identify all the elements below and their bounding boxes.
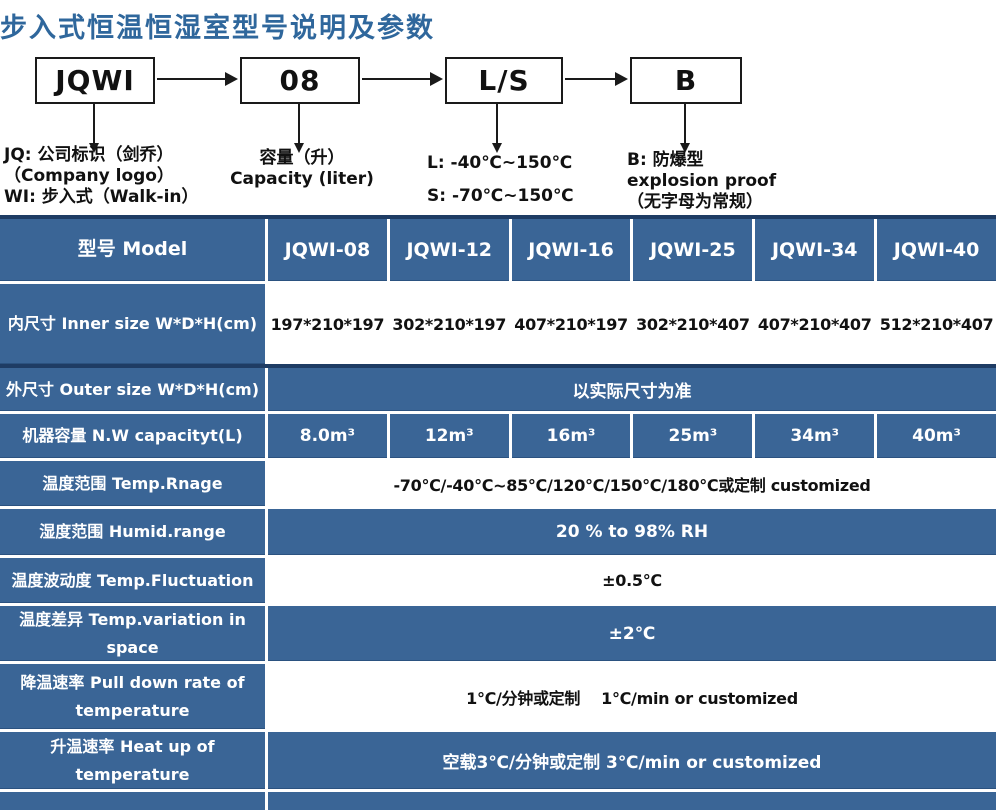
row-label: 温度波动度 Temp.Fluctuation: [0, 558, 265, 603]
table-cell: 302*210*407: [633, 284, 753, 364]
code-box-company-label: JQWI: [55, 64, 135, 97]
row-capacity: 机器容量 N.W capacityt(L) 8.0m³ 12m³ 16m³ 25…: [0, 414, 996, 458]
table-cell: 12m³: [389, 414, 509, 458]
note-line: 容量（升）: [259, 148, 345, 168]
row-humidity-range: 湿度范围 Humid.range 20 % to 98% RH: [0, 509, 996, 555]
row-label: 升温速率 Heat up of temperature: [0, 732, 265, 789]
row-label: 降温速率 Pull down rate of temperature: [0, 664, 265, 729]
row-heat-up-rate: 升温速率 Heat up of temperature 空载3℃/分钟或定制 3…: [0, 732, 996, 789]
table-cell: 197*210*197: [268, 284, 387, 364]
row-label: 外尺寸 Outer size W*D*H(cm): [0, 368, 265, 411]
row-temp-fluctuation: 温度波动度 Temp.Fluctuation ±0.5℃: [0, 558, 996, 603]
code-box-capacity: 08: [240, 57, 360, 104]
down-arrow-4-icon: [680, 104, 690, 153]
table-cell-span: ±2℃: [268, 606, 996, 661]
row-outer-size: 外尺寸 Outer size W*D*H(cm) 以实际尺寸为准: [0, 364, 996, 411]
row-label: 温度差异 Temp.variation in space: [0, 606, 265, 661]
header-cell-jqwi-40: JQWI-40: [877, 219, 996, 281]
note-line: S: -70℃~150℃: [427, 186, 574, 206]
table-cell: 16m³: [511, 414, 631, 458]
header-cell-jqwi-16: JQWI-16: [511, 219, 631, 281]
row-label: 机器容量 N.W capacityt(L): [0, 414, 265, 458]
table-cell-span: 1℃/分钟或定制 1℃/min or customized: [268, 664, 996, 729]
note-line: JQ: 公司标识（剑乔）: [4, 145, 174, 165]
note-company: JQ: 公司标识（剑乔） （Company logo） WI: 步入式（Walk…: [4, 145, 199, 208]
flow-arrow-1-icon: [157, 72, 238, 86]
header-cell-jqwi-34: JQWI-34: [755, 219, 875, 281]
table-cell: 8.0m³: [268, 414, 387, 458]
table-cell: 407*210*407: [755, 284, 875, 364]
down-arrow-2-icon: [294, 104, 304, 153]
table-cell: 40m³: [877, 414, 996, 458]
note-line: explosion proof: [627, 171, 777, 191]
flow-arrow-3-icon: [565, 72, 628, 86]
table-cell: 34m³: [755, 414, 875, 458]
note-line: B: 防爆型: [627, 150, 704, 170]
note-explosion: B: 防爆型 explosion proof （无字母为常规）: [627, 150, 776, 213]
table-cell-span: -70℃/-40℃~85℃/120℃/150℃/180℃或定制 customiz…: [268, 461, 996, 506]
code-box-company: JQWI: [35, 57, 155, 104]
code-box-capacity-label: 08: [279, 64, 321, 97]
note-line: Capacity (liter): [230, 169, 374, 189]
row-label: 机器重量 N.W weight(kg): [0, 792, 265, 810]
table-cell-span: 以实际尺寸为准: [268, 368, 996, 411]
row-label: 内尺寸 Inner size W*D*H(cm): [0, 284, 265, 364]
table-cell: 512*210*407: [877, 284, 996, 364]
note-capacity: 容量（升） Capacity (liter): [196, 148, 408, 190]
note-line: （Company logo）: [4, 166, 174, 186]
row-weight: 机器重量 N.W weight(kg) 以实际重量为准: [0, 792, 996, 810]
header-cell-jqwi-08: JQWI-08: [268, 219, 387, 281]
row-label: 湿度范围 Humid.range: [0, 509, 265, 555]
table-cell-span: 空载3℃/分钟或定制 3℃/min or customized: [268, 732, 996, 789]
flow-arrow-2-icon: [362, 72, 443, 86]
note-temp-range: L: -40℃~150℃ S: -70℃~150℃: [427, 147, 574, 213]
table-cell: 25m³: [633, 414, 753, 458]
down-arrow-3-icon: [492, 104, 502, 153]
page-title: 步入式恒温恒湿室型号说明及参数: [0, 13, 435, 44]
header-cell-jqwi-12: JQWI-12: [389, 219, 509, 281]
table-cell-span: 20 % to 98% RH: [268, 509, 996, 555]
table-cell: 302*210*197: [389, 284, 509, 364]
down-arrow-1-icon: [89, 104, 99, 153]
table-cell-span: ±0.5℃: [268, 558, 996, 603]
table-cell: 407*210*197: [511, 284, 631, 364]
note-line: WI: 步入式（Walk-in）: [4, 187, 199, 207]
spec-table: 型号 Model JQWI-08 JQWI-12 JQWI-16 JQWI-25…: [0, 215, 996, 810]
header-cell-model: 型号 Model: [0, 219, 265, 281]
code-box-temp-range-label: L/S: [478, 64, 530, 97]
header-row: 型号 Model JQWI-08 JQWI-12 JQWI-16 JQWI-25…: [0, 219, 996, 281]
header-cell-jqwi-25: JQWI-25: [633, 219, 753, 281]
note-line: L: -40℃~150℃: [427, 153, 573, 173]
code-box-explosion-label: B: [674, 64, 698, 97]
table-cell-span: 以实际重量为准: [268, 792, 996, 810]
code-box-explosion: B: [630, 57, 742, 104]
row-temp-variation: 温度差异 Temp.variation in space ±2℃: [0, 606, 996, 661]
row-pull-down-rate: 降温速率 Pull down rate of temperature 1℃/分钟…: [0, 664, 996, 729]
note-line: （无字母为常规）: [627, 192, 763, 212]
row-temp-range: 温度范围 Temp.Rnage -70℃/-40℃~85℃/120℃/150℃/…: [0, 461, 996, 506]
code-box-temp-range: L/S: [445, 57, 563, 104]
row-label: 温度范围 Temp.Rnage: [0, 461, 265, 506]
row-inner-size: 内尺寸 Inner size W*D*H(cm) 197*210*197 302…: [0, 284, 996, 364]
